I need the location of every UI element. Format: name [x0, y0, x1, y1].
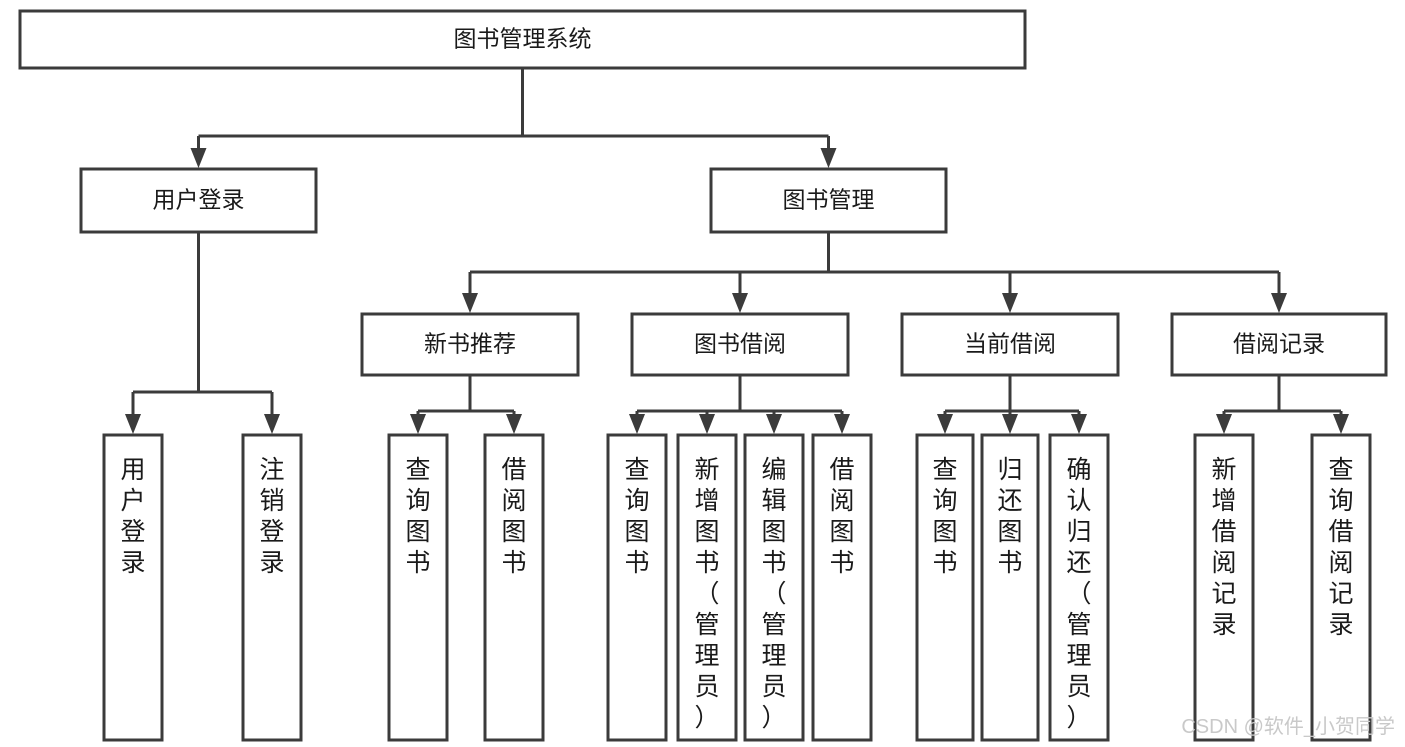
leaf-node-leaf-query-book-current-label: 查询图书	[932, 456, 957, 577]
arrow-head-icon	[1216, 414, 1232, 434]
leaf-node-leaf-confirm-return-label: 确认归还（管理员）	[1066, 456, 1091, 732]
level2-node-new-book-recommend[interactable]: 新书推荐	[360, 312, 580, 377]
leaf-node-leaf-edit-book-label: 编辑图书（管理员）	[761, 456, 786, 732]
leaf-node-leaf-query-borrow-record-box[interactable]	[1310, 433, 1372, 742]
level2-node-book-borrow-box[interactable]	[630, 312, 850, 377]
arrow-head-icon	[264, 414, 280, 434]
leaf-node-leaf-query-book-borrow[interactable]: 查询图书	[606, 433, 668, 742]
root-node-root-label: 图书管理系统	[454, 26, 592, 52]
level1-node-book-management-label: 图书管理	[783, 187, 875, 213]
level1-node-user-login-label: 用户登录	[153, 187, 245, 213]
leaf-node-leaf-query-book-borrow-label: 查询图书	[624, 456, 649, 577]
arrow-head-icon	[1002, 293, 1018, 313]
leaf-node-leaf-borrow-book-recommend-label: 借阅图书	[501, 456, 526, 577]
arrow-head-icon	[937, 414, 953, 434]
leaf-node-leaf-borrow-book-recommend-box[interactable]	[483, 433, 545, 742]
leaf-node-leaf-return-book-label: 归还图书	[997, 456, 1022, 577]
level2-node-borrow-record-box[interactable]	[1170, 312, 1388, 377]
leaf-node-leaf-add-book[interactable]: 新增图书（管理员）	[676, 433, 738, 742]
arrow-head-icon	[125, 414, 141, 434]
level2-node-current-borrow-label: 当前借阅	[964, 331, 1056, 357]
leaf-node-leaf-user-login[interactable]: 用户登录	[102, 433, 164, 742]
arrow-head-icon	[1271, 293, 1287, 313]
arrow-head-icon	[732, 293, 748, 313]
leaf-node-leaf-edit-book[interactable]: 编辑图书（管理员）	[743, 433, 805, 742]
leaf-node-leaf-query-borrow-record[interactable]: 查询借阅记录	[1310, 433, 1372, 742]
level1-node-user-login[interactable]: 用户登录	[79, 167, 318, 234]
leaf-node-leaf-return-book-box[interactable]	[980, 433, 1040, 742]
leaf-node-leaf-borrow-book-box[interactable]	[811, 433, 873, 742]
watermark-label: CSDN @软件_小贺同学	[1181, 715, 1395, 738]
arrow-head-icon	[506, 414, 522, 434]
leaf-node-leaf-edit-book-box[interactable]	[743, 433, 805, 742]
level1-node-book-management[interactable]: 图书管理	[709, 167, 948, 234]
level2-node-new-book-recommend-box[interactable]	[360, 312, 580, 377]
leaf-node-leaf-user-logout-box[interactable]	[241, 433, 303, 742]
level2-node-borrow-record[interactable]: 借阅记录	[1170, 312, 1388, 377]
leaf-node-leaf-query-borrow-record-label: 查询借阅记录	[1328, 456, 1353, 639]
leaf-node-leaf-query-book-current-box[interactable]	[915, 433, 975, 742]
leaf-node-leaf-confirm-return-box[interactable]	[1048, 433, 1110, 742]
leaf-node-leaf-user-login-box[interactable]	[102, 433, 164, 742]
leaf-node-leaf-query-book-recommend-label: 查询图书	[405, 456, 430, 577]
nodes-layer: 图书管理系统用户登录图书管理新书推荐图书借阅当前借阅借阅记录用户登录注销登录查询…	[18, 9, 1388, 742]
leaf-node-leaf-user-login-label: 用户登录	[120, 456, 145, 577]
level2-node-new-book-recommend-label: 新书推荐	[424, 331, 516, 357]
arrow-head-icon	[1333, 414, 1349, 434]
leaf-node-leaf-query-book-current[interactable]: 查询图书	[915, 433, 975, 742]
level2-node-book-borrow[interactable]: 图书借阅	[630, 312, 850, 377]
arrow-head-icon	[462, 293, 478, 313]
leaf-node-leaf-add-book-box[interactable]	[676, 433, 738, 742]
root-node-root-box[interactable]	[18, 9, 1027, 70]
leaf-node-leaf-borrow-book[interactable]: 借阅图书	[811, 433, 873, 742]
level2-node-borrow-record-label: 借阅记录	[1233, 331, 1325, 357]
connectors-layer	[125, 68, 1349, 434]
leaf-node-leaf-borrow-book-label: 借阅图书	[829, 456, 854, 577]
level2-node-current-borrow-box[interactable]	[900, 312, 1120, 377]
arrow-head-icon	[766, 414, 782, 434]
leaf-node-leaf-add-borrow-record-label: 新增借阅记录	[1211, 456, 1236, 639]
level2-node-book-borrow-label: 图书借阅	[694, 331, 786, 357]
root-node-root[interactable]: 图书管理系统	[18, 9, 1027, 70]
leaf-node-leaf-borrow-book-recommend[interactable]: 借阅图书	[483, 433, 545, 742]
leaf-node-leaf-confirm-return[interactable]: 确认归还（管理员）	[1048, 433, 1110, 742]
level2-node-current-borrow[interactable]: 当前借阅	[900, 312, 1120, 377]
arrow-head-icon	[1002, 414, 1018, 434]
leaf-node-leaf-query-book-borrow-box[interactable]	[606, 433, 668, 742]
arrow-head-icon	[820, 148, 837, 168]
leaf-node-leaf-add-borrow-record-box[interactable]	[1193, 433, 1255, 742]
arrow-head-icon	[699, 414, 715, 434]
level1-node-book-management-box[interactable]	[709, 167, 948, 234]
leaf-node-leaf-query-book-recommend-box[interactable]	[387, 433, 449, 742]
leaf-node-leaf-query-book-recommend[interactable]: 查询图书	[387, 433, 449, 742]
level1-node-user-login-box[interactable]	[79, 167, 318, 234]
arrow-head-icon	[1071, 414, 1087, 434]
arrow-head-icon	[834, 414, 850, 434]
leaf-node-leaf-return-book[interactable]: 归还图书	[980, 433, 1040, 742]
arrow-head-icon	[410, 414, 426, 434]
arrow-head-icon	[190, 148, 207, 168]
leaf-node-leaf-user-logout-label: 注销登录	[259, 456, 284, 577]
arrow-head-icon	[629, 414, 645, 434]
leaf-node-leaf-add-book-label: 新增图书（管理员）	[694, 456, 719, 732]
leaf-node-leaf-add-borrow-record[interactable]: 新增借阅记录	[1193, 433, 1255, 742]
leaf-node-leaf-user-logout[interactable]: 注销登录	[241, 433, 303, 742]
